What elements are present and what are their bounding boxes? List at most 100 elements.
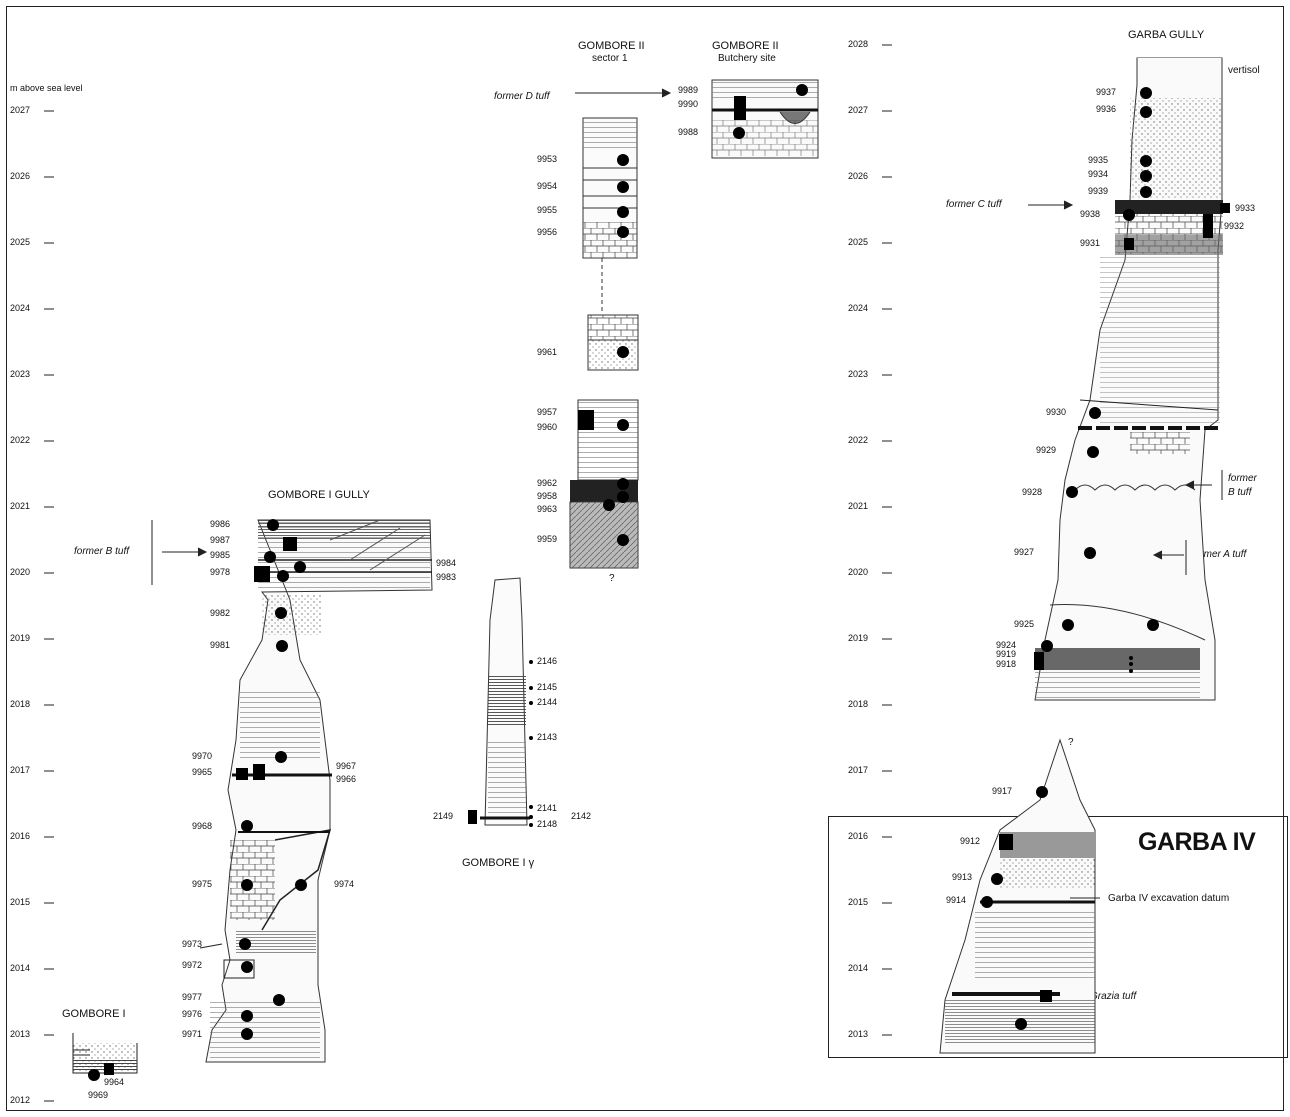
sample-square-marker — [1040, 990, 1052, 1002]
gombore-i-gamma-heading: GOMBORE I γ — [462, 857, 535, 869]
sample-dot-marker — [1140, 170, 1152, 182]
elevation-tick-label: 2019 — [10, 633, 31, 643]
sample-label: 9985 — [210, 550, 231, 560]
elevation-tick-label: 2028 — [848, 39, 869, 49]
elevation-tick-label: 2024 — [10, 303, 31, 313]
sample-square-marker — [253, 764, 265, 780]
sample-dot-marker — [273, 994, 285, 1006]
garba-gully-heading: GARBA GULLY — [1128, 29, 1205, 41]
former-c-tuff-label: former C tuff — [946, 199, 1002, 210]
sample-label: 9967 — [336, 761, 357, 771]
sample-label: 9969 — [88, 1090, 109, 1100]
sample-label: 9953 — [537, 154, 558, 164]
elevation-tick-label: 2025 — [10, 237, 31, 247]
sample-label: 9919 — [996, 649, 1017, 659]
sample-label: 9977 — [182, 992, 203, 1002]
sample-label: 9971 — [182, 1029, 203, 1039]
sample-dot-marker — [617, 154, 629, 166]
gombore-i-heading: GOMBORE I — [62, 1008, 126, 1020]
sample-dot-marker — [981, 896, 993, 908]
sample-label: 9983 — [436, 572, 457, 582]
sample-label: 9973 — [182, 939, 203, 949]
sample-dot-marker — [617, 226, 629, 238]
sample-dot-marker — [295, 879, 307, 891]
sample-dot-marker — [603, 499, 615, 511]
sample-label: 9914 — [946, 895, 967, 905]
sample-label: 9960 — [537, 422, 558, 432]
sample-dot-marker — [267, 519, 279, 531]
sample-square-marker — [468, 810, 477, 824]
sample-dot-marker — [529, 805, 533, 809]
sample-label: 9975 — [192, 879, 213, 889]
gombore-ii-s1-heading-1: GOMBORE II — [578, 40, 645, 52]
elevation-tick-label: 2023 — [848, 369, 869, 379]
sample-label: 9927 — [1014, 547, 1035, 557]
elevation-tick-label: 2018 — [848, 699, 869, 709]
sample-label: 9961 — [537, 347, 558, 357]
sample-square-marker — [104, 1063, 114, 1075]
sample-label: 9956 — [537, 227, 558, 237]
sample-square-marker — [254, 566, 270, 582]
sample-dot-marker — [529, 736, 533, 740]
sample-label: 9963 — [537, 504, 558, 514]
elevation-tick-label: 2022 — [10, 435, 31, 445]
sample-dot-marker — [1129, 662, 1133, 666]
sample-dot-marker — [1140, 106, 1152, 118]
sample-square-marker — [734, 96, 746, 120]
sample-dot-marker — [529, 815, 533, 819]
elevation-tick-label: 2024 — [848, 303, 869, 313]
gombore-i-gully-heading: GOMBORE I GULLY — [268, 489, 370, 501]
elevation-tick-label: 2022 — [848, 435, 869, 445]
elevation-tick-label: 2016 — [10, 831, 31, 841]
sample-dot-marker — [276, 640, 288, 652]
elevation-tick-label: 2019 — [848, 633, 869, 643]
sample-label: 2145 — [537, 682, 558, 692]
sample-dot-marker — [1129, 656, 1133, 660]
elevation-tick-label: 2015 — [848, 897, 869, 907]
sample-label: 9928 — [1022, 487, 1043, 497]
elevation-tick-label: 2013 — [848, 1029, 869, 1039]
sample-label: 9954 — [537, 181, 558, 191]
sample-square-marker — [1124, 238, 1134, 250]
sample-label: 9965 — [192, 767, 213, 777]
sample-dot-marker — [1041, 640, 1053, 652]
sample-label: 9918 — [996, 659, 1017, 669]
elevation-tick-label: 2027 — [10, 105, 31, 115]
elevation-tick-label: 2025 — [848, 237, 869, 247]
sample-label: 9978 — [210, 567, 231, 577]
sample-label: 9989 — [678, 85, 699, 95]
sample-label: 9966 — [336, 774, 357, 784]
sample-label: 9924 — [996, 640, 1017, 650]
sample-dot-marker — [239, 938, 251, 950]
garba-iv-heading: GARBA IV — [1138, 828, 1256, 856]
sample-dot-marker — [733, 127, 745, 139]
sample-label: 9933 — [1235, 203, 1256, 213]
sample-dot-marker — [1140, 155, 1152, 167]
garba-iv-column — [939, 738, 1096, 1054]
sample-label: 9976 — [182, 1009, 203, 1019]
sample-label: 9912 — [960, 836, 981, 846]
sample-label: 2141 — [537, 803, 558, 813]
elevation-tick-label: 2014 — [10, 963, 31, 973]
sample-label: 2142 — [571, 811, 592, 821]
sample-label: 9925 — [1014, 619, 1035, 629]
sample-dot-marker — [617, 491, 629, 503]
sample-dot-marker — [241, 820, 253, 832]
sample-dot-marker — [1066, 486, 1078, 498]
elevation-tick-label: 2020 — [10, 567, 31, 577]
sample-label: 9936 — [1096, 104, 1117, 114]
sample-dot-marker — [1036, 786, 1048, 798]
sample-dot-marker — [1147, 619, 1159, 631]
sample-label: 9970 — [192, 751, 213, 761]
elevation-tick-label: 2020 — [848, 567, 869, 577]
elevation-tick-label: 2014 — [848, 963, 869, 973]
sample-square-marker — [999, 834, 1013, 850]
sample-markers — [88, 84, 1230, 1081]
sample-dot-marker — [529, 660, 533, 664]
sample-dot-marker — [529, 823, 533, 827]
sample-label: 9930 — [1046, 407, 1067, 417]
gombore-ii-butch-heading-1: GOMBORE II — [712, 40, 779, 52]
grazia-tuff-label: Grazia tuff — [1090, 991, 1137, 1002]
sample-label: 2146 — [537, 656, 558, 666]
